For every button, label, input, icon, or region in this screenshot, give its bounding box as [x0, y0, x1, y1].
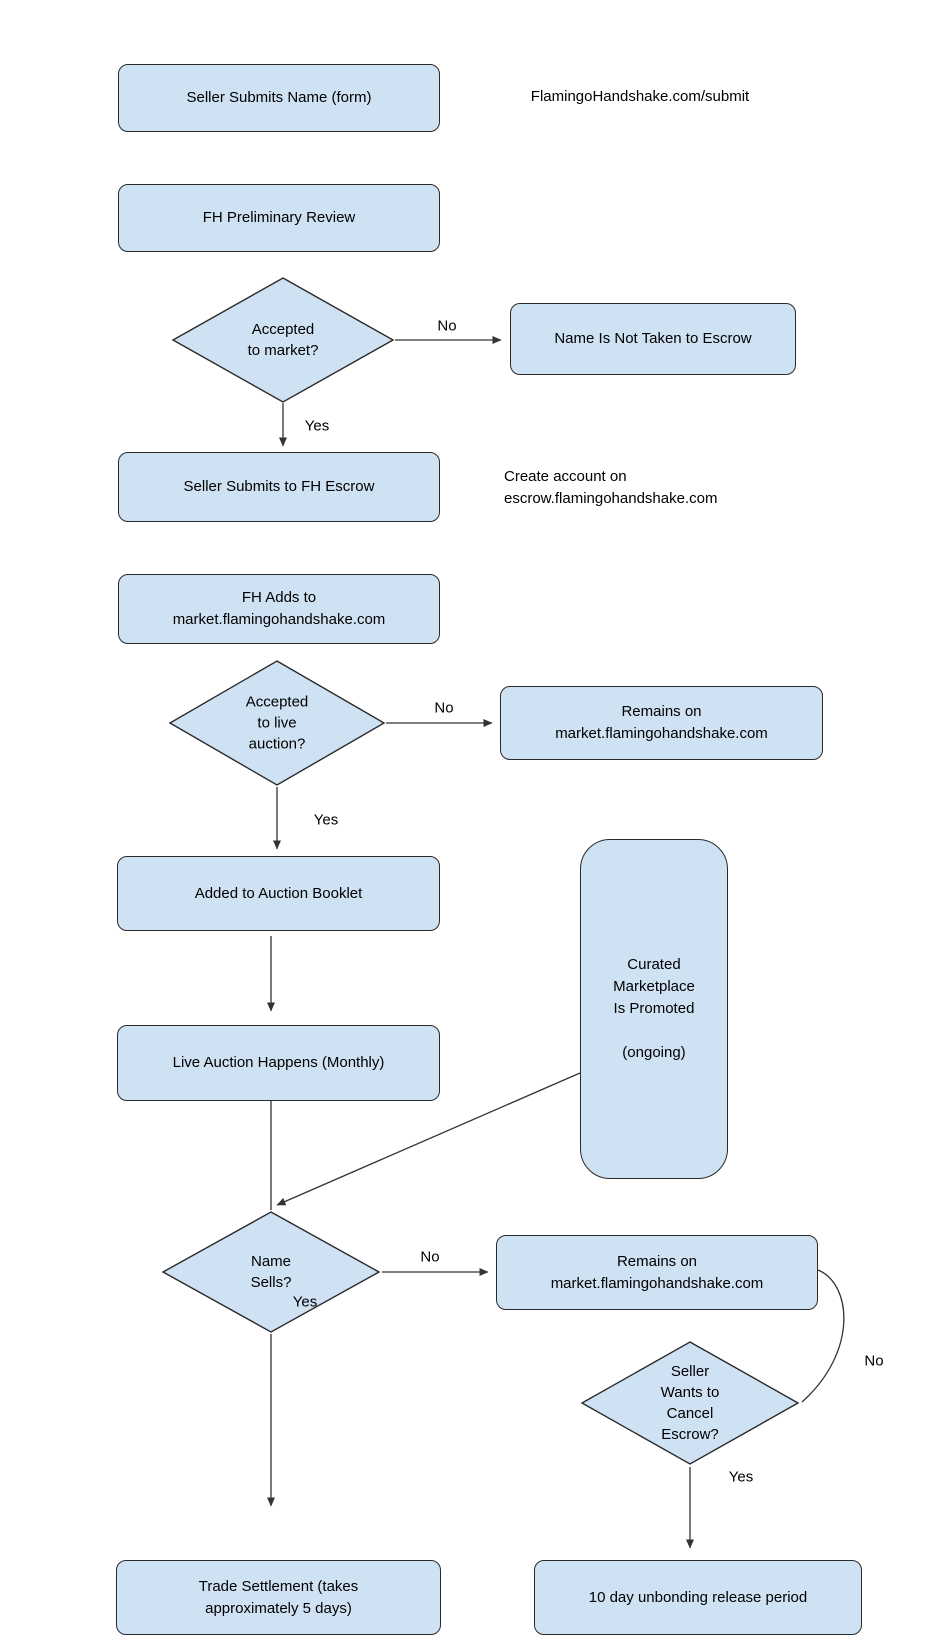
diamond-text-name-sells: Name Sells? — [250, 1253, 292, 1291]
node-unbonding-release-period: 10 day unbonding release period — [534, 1560, 862, 1635]
node-remains-on-market-2: Remains on market.flamingohandshake.com — [496, 1235, 818, 1310]
node-curated-marketplace: Curated Marketplace Is Promoted (ongoing… — [580, 839, 728, 1179]
node-remains-on-market-1: Remains on market.flamingohandshake.com — [500, 686, 823, 760]
edge-label-accepted-to-market-no: No — [437, 317, 457, 335]
node-seller-submits-to-fh-escrow: Seller Submits to FH Escrow — [118, 452, 440, 522]
diamond-text-seller-wants-to-cancel: Seller Wants to Cancel Escrow? — [660, 1363, 720, 1443]
annotation-create-account: Create account on escrow.flamingohandsha… — [504, 468, 718, 507]
node-fh-adds-to-market: FH Adds to market.flamingohandshake.com — [118, 574, 440, 644]
node-trade-settlement: Trade Settlement (takes approximately 5 … — [116, 1560, 441, 1635]
edge-label-name-sells-yes: Yes — [292, 1293, 318, 1311]
diamond-text-accepted-to-live-auction: Accepted to live auction? — [245, 693, 309, 753]
edge-label-accepted-to-live-auction-no: No — [434, 699, 454, 717]
node-live-auction-happens: Live Auction Happens (Monthly) — [117, 1025, 440, 1101]
edge-label-accepted-to-market-yes: Yes — [304, 417, 330, 435]
edge-label-name-sells-no: No — [420, 1248, 440, 1266]
annotation-submit-url: FlamingoHandshake.com/submit — [530, 88, 750, 105]
node-name-not-taken-to-escrow: Name Is Not Taken to Escrow — [510, 303, 796, 375]
edge-label-cancel-escrow-yes: Yes — [728, 1468, 754, 1486]
diamond-text-accepted-to-market: Accepted to market? — [247, 321, 319, 359]
edge-label-accepted-to-live-auction-yes: Yes — [313, 811, 339, 829]
node-fh-preliminary-review: FH Preliminary Review — [118, 184, 440, 252]
node-added-to-auction-booklet: Added to Auction Booklet — [117, 856, 440, 931]
node-seller-submits-name: Seller Submits Name (form) — [118, 64, 440, 132]
edge-label-cancel-escrow-no: No — [864, 1352, 884, 1370]
